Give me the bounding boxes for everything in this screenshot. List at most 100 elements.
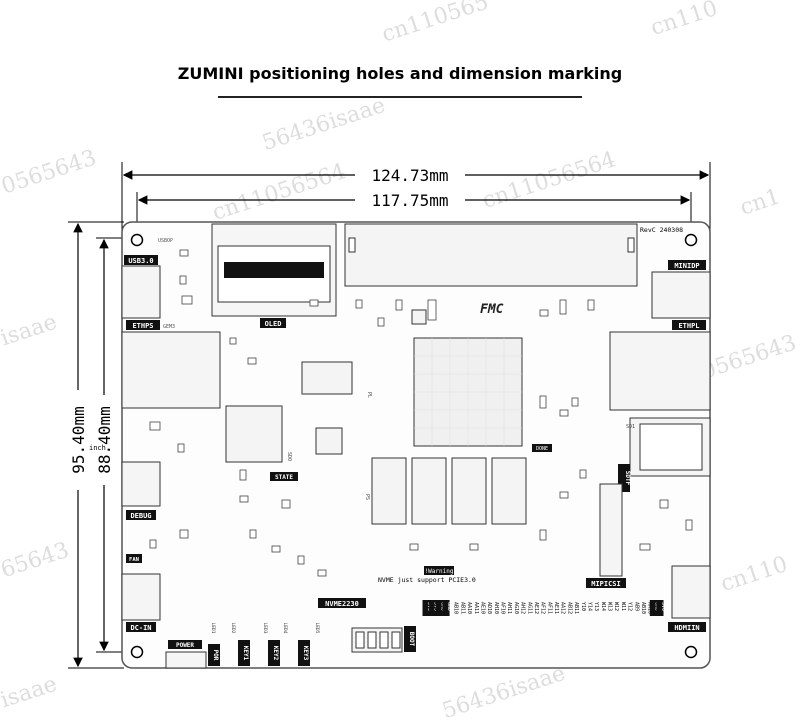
mipicsi-label: MIPICSI [591, 580, 621, 588]
hole-width-label: 117.75mm [371, 191, 448, 210]
pin-label: AB9 [633, 602, 639, 611]
page-title: ZUMINI positioning holes and dimension m… [177, 64, 623, 83]
warning-title: !Warning [425, 568, 454, 575]
pin-label: AA11 [473, 602, 479, 614]
pin-label: AE10 [479, 602, 485, 614]
ethpl-label: ETHPL [678, 322, 699, 330]
sdo-label: SDO [286, 452, 292, 461]
dcin-connector [121, 573, 161, 621]
led4-label: LED4 [282, 623, 288, 634]
pin-label: Y10 [580, 602, 586, 611]
pin-label-bg [422, 600, 430, 616]
sd1-label: SD1 [626, 424, 635, 430]
ddr-chips [371, 457, 527, 525]
pin-label-bg [429, 600, 437, 616]
pin-label-bg [649, 600, 657, 616]
led5-label: LED5 [314, 623, 320, 634]
pin-label: AG10 [513, 602, 519, 614]
pin-label: AD10 [486, 602, 492, 614]
boot-label: BOOT [408, 632, 415, 647]
led3-label: LED3 [262, 623, 268, 634]
pin-label: AE12 [533, 602, 539, 614]
por-label: POR [212, 650, 219, 661]
unit-note: inch [89, 444, 106, 452]
component [301, 361, 353, 395]
boot-dip-switch: BOOT [351, 626, 416, 653]
gem3-label: GEM3 [163, 324, 175, 330]
pin-label: AF10 [500, 602, 506, 614]
pin-label-bg [442, 600, 450, 616]
pin-label: AA10 [466, 602, 472, 614]
pin-label: AB10 [640, 602, 646, 614]
ps-label: PS [364, 494, 370, 500]
mipi-connector [599, 483, 623, 577]
fmc-connector [344, 223, 638, 287]
debug-label: DEBUG [130, 512, 151, 520]
key1-label: KEY1 [242, 646, 249, 661]
usbop-label: USBOP [158, 238, 173, 244]
pin-label: 5V0 [660, 602, 666, 611]
minidp-label: MINIDP [674, 262, 699, 270]
pin-label: AF11 [546, 602, 552, 614]
pin-label: AG11 [526, 602, 532, 614]
pin-label: W12 [613, 602, 619, 611]
pin-label: AB12 [566, 602, 572, 614]
led2-label: LED2 [230, 623, 236, 634]
pin-label-bg [656, 600, 664, 616]
component [315, 427, 343, 455]
key-buttons: POR KEY1 KEY2 KEY3 [208, 640, 310, 666]
power-switch [165, 651, 207, 669]
usb3-connector [121, 265, 161, 319]
pin-label: AB11 [573, 602, 579, 614]
sdtf-label: SDTF [624, 471, 631, 486]
dimension-overall-height: 95.40mm [68, 221, 124, 669]
pin-label: W11 [620, 602, 626, 611]
ethps-label: ETHPS [132, 322, 153, 330]
pin-label: Y13 [593, 602, 599, 611]
pin-label: W13 [607, 602, 613, 611]
mounting-holes [130, 233, 698, 659]
key3-label: KEY3 [302, 646, 309, 661]
pin-label: GND [446, 602, 452, 611]
nvme-label: NVME2230 [325, 600, 359, 608]
hdmiin-label: HDMIIN [674, 624, 699, 632]
dimension-overall-width: 124.73mm [121, 162, 711, 232]
state-label: STATE [275, 474, 293, 481]
hole-height-label: 88.40mm [95, 406, 114, 473]
mounting-hole [684, 645, 698, 659]
pin-label: AH11 [506, 602, 512, 614]
warning-text: NVME just support PCIE3.0 [378, 576, 476, 584]
pin-label: AB10 [453, 602, 459, 614]
minidp-connector [651, 271, 711, 319]
pin-label: GND [653, 602, 659, 611]
pin-label: AA12 [560, 602, 566, 614]
board-diagram: 124.73mm 117.75mm 95.40mm 88.40mm inch R… [68, 162, 711, 669]
pin-label: AE11 [553, 602, 559, 614]
mounting-hole [130, 645, 144, 659]
pin-label: GND [439, 602, 445, 611]
pin-label: AA10 [647, 602, 653, 614]
pin-label: Y14 [586, 602, 592, 611]
oled-label: OLED [265, 320, 282, 328]
usb3-label: USB3.0 [128, 257, 153, 265]
hdmi-connector [671, 565, 711, 619]
pin-label: AH12 [520, 602, 526, 614]
ethpl-connector [609, 331, 711, 411]
small-components [149, 249, 693, 577]
pin-label-bg [435, 600, 443, 616]
pl-label: PL [366, 392, 372, 398]
pin-label: AH10 [493, 602, 499, 614]
dimension-hole-width: 117.75mm [136, 188, 692, 232]
pin-label: 3V3 [433, 602, 439, 611]
pin-label: Y12 [627, 602, 633, 611]
dcin-label: DC-IN [130, 624, 151, 632]
power-label: POWER [176, 642, 194, 649]
debug-connector [121, 461, 161, 507]
pin-label: 3V3 [426, 602, 432, 611]
key2-label: KEY2 [272, 646, 279, 661]
mounting-hole [684, 233, 698, 247]
done-label: DONE [536, 446, 548, 452]
component [225, 405, 283, 463]
overall-width-label: 124.73mm [371, 166, 448, 185]
